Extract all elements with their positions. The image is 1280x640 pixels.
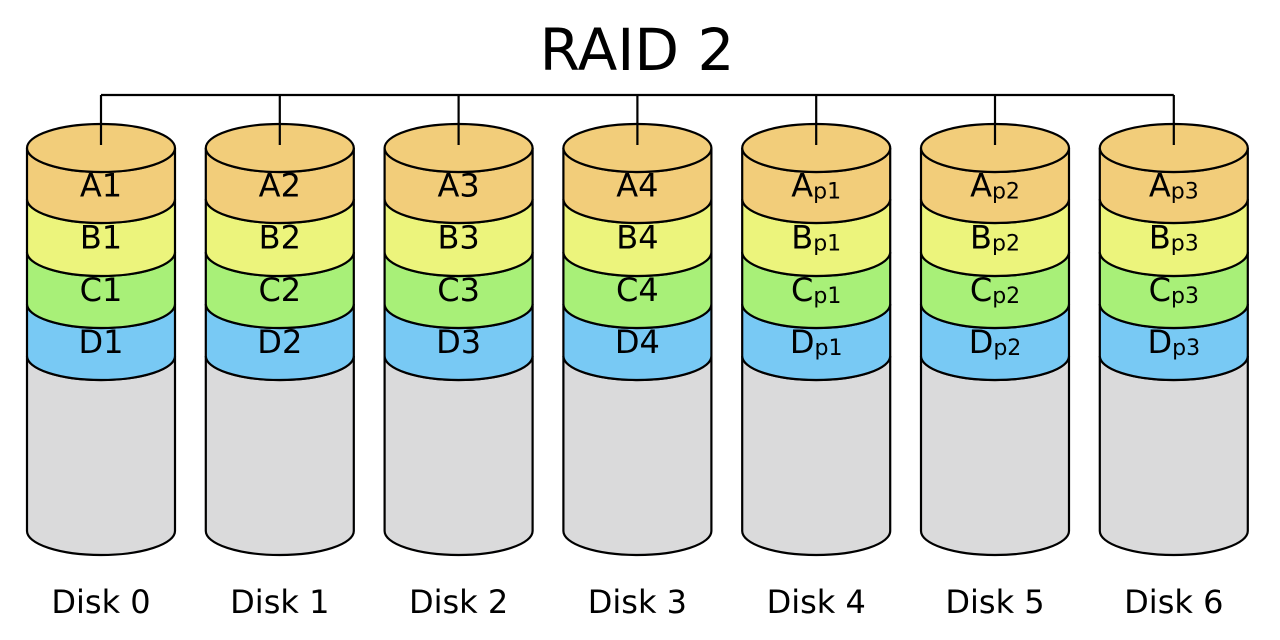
block-label: C4: [616, 271, 659, 309]
block-label: C3: [437, 271, 480, 309]
disk-label: Disk 5: [945, 583, 1044, 621]
disk-empty-space: [919, 355, 1071, 557]
block-label: A2: [259, 166, 301, 204]
disk-empty-space: [1098, 355, 1249, 557]
disk-empty-space: [383, 355, 534, 557]
block-label: Bp2: [970, 218, 1020, 256]
disk-label: Disk 4: [767, 583, 866, 621]
block-label: D3: [436, 323, 481, 361]
block-label: Cp2: [970, 271, 1020, 309]
block-label: A3: [437, 166, 479, 204]
block-label: Dp3: [1147, 323, 1200, 361]
block-label: Cp3: [1149, 271, 1199, 309]
disk-label: Disk 1: [230, 583, 329, 621]
block-label: D1: [79, 323, 124, 361]
block-label: Cp1: [791, 271, 841, 309]
disk-label: Disk 6: [1124, 583, 1223, 621]
disk-label: Disk 2: [409, 583, 508, 621]
block-label: B3: [437, 218, 479, 256]
block-label: A1: [80, 166, 122, 204]
disk-empty-space: [562, 355, 713, 557]
block-label: Bp3: [1149, 218, 1199, 256]
block-label: Ap3: [1149, 166, 1199, 204]
block-label: D2: [257, 323, 302, 361]
block-label: C1: [80, 271, 123, 309]
block-label: D4: [615, 323, 660, 361]
block-label: Bp1: [791, 218, 841, 256]
block-label: Dp2: [969, 323, 1022, 361]
block-label: A4: [616, 166, 658, 204]
disk-empty-space: [25, 355, 177, 557]
block-label: C2: [258, 271, 301, 309]
disk-label: Disk 0: [51, 583, 150, 621]
block-label: B2: [259, 218, 301, 256]
block-label: B4: [616, 218, 658, 256]
block-label: Dp1: [790, 323, 843, 361]
diagram-title: RAID 2: [540, 16, 735, 84]
block-label: Ap1: [791, 166, 841, 204]
disk-label: Disk 3: [588, 583, 687, 621]
block-label: B1: [80, 218, 122, 256]
disk-empty-space: [741, 355, 892, 557]
disk-empty-space: [204, 355, 355, 557]
block-label: Ap2: [970, 166, 1020, 204]
